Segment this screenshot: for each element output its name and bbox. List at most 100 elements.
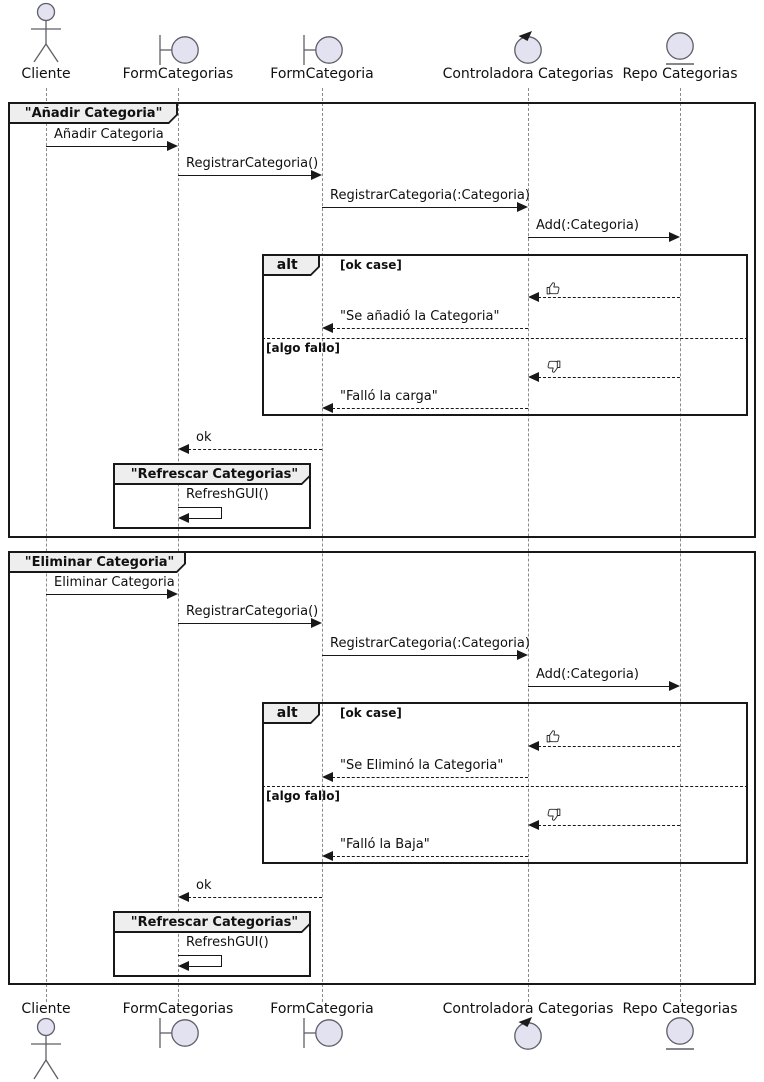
guard-algo-fallo: [algo fallo] — [266, 341, 340, 355]
arrowhead-icon — [528, 292, 539, 302]
arrowhead-icon — [322, 772, 333, 782]
arrowhead-icon — [528, 372, 539, 382]
participant-label-repo: Repo Categorias — [622, 66, 738, 82]
boundary-icon — [159, 35, 199, 65]
self-message-line — [221, 955, 222, 966]
frame-anadir-categoria — [8, 102, 756, 538]
arrowhead-icon — [167, 141, 178, 151]
participant-label-formcategorias: FormCategorias — [122, 1001, 234, 1017]
boundary-icon — [303, 1018, 343, 1048]
arrowhead-icon — [178, 892, 189, 902]
participant-label-repo: Repo Categorias — [622, 1001, 738, 1017]
self-message-line — [189, 518, 222, 519]
message-line — [332, 777, 528, 778]
message-line — [178, 623, 313, 624]
arrowhead-icon — [322, 403, 333, 413]
alt-fragment — [262, 702, 748, 864]
control-icon — [514, 1017, 542, 1050]
thumbs-up-icon — [545, 727, 562, 744]
alt-tab: alt — [262, 254, 320, 276]
message-label: ok — [196, 430, 212, 445]
entity-icon — [666, 1017, 694, 1050]
message-label: Add(:Categoria) — [536, 218, 639, 233]
lifeline-formcategorias — [177, 88, 179, 1002]
frame-title: "Añadir Categoria" — [10, 104, 176, 122]
message-line — [322, 655, 519, 656]
participant-label-formcategoria: FormCategoria — [270, 1001, 374, 1017]
message-label: RefreshGUI() — [186, 487, 269, 502]
self-message-line — [178, 507, 222, 508]
arrowhead-icon — [322, 851, 333, 861]
self-message-line — [178, 955, 222, 956]
arrowhead-icon — [517, 650, 528, 660]
participant-label-cliente: Cliente — [21, 1001, 71, 1017]
guard-ok-case: [ok case] — [340, 258, 402, 272]
guard-algo-fallo: [algo fallo] — [266, 789, 340, 803]
refrescar-title-tab: "Refrescar Categorias" — [113, 911, 311, 933]
frame-title: "Eliminar Categoria" — [10, 553, 184, 571]
thumbs-down-icon — [545, 359, 562, 376]
participant-label-cliente: Cliente — [21, 66, 71, 82]
arrowhead-icon — [311, 170, 322, 180]
frame-eliminar-categoria — [8, 551, 756, 985]
actor-icon — [31, 1017, 61, 1080]
arrowhead-icon — [528, 741, 539, 751]
message-line — [332, 856, 528, 857]
message-line — [332, 408, 528, 409]
lifeline-controladora — [527, 88, 529, 1002]
self-message-line — [189, 966, 222, 967]
alt-divider — [262, 338, 748, 339]
arrowhead-icon — [167, 589, 178, 599]
message-line — [538, 377, 680, 378]
message-label: Add(:Categoria) — [536, 667, 639, 682]
arrowhead-icon — [517, 202, 528, 212]
message-line — [538, 825, 680, 826]
message-label: RegistrarCategoria() — [186, 604, 319, 619]
participant-label-formcategoria: FormCategoria — [270, 66, 374, 82]
message-line — [188, 897, 322, 898]
lifeline-repo — [679, 88, 681, 1002]
arrowhead-icon — [178, 444, 189, 454]
self-message-line — [221, 507, 222, 518]
alt-label: alt — [264, 256, 318, 274]
message-label: "Falló la Baja" — [340, 837, 430, 852]
arrowhead-icon — [311, 618, 322, 628]
frame-title: "Refrescar Categorias" — [115, 913, 309, 931]
frame-anadir-title-tab: "Añadir Categoria" — [8, 102, 178, 124]
actor-icon — [31, 2, 61, 63]
arrowhead-icon — [528, 820, 539, 830]
message-line — [188, 449, 322, 450]
message-label: "Se añadió la Categoria" — [340, 309, 500, 324]
message-line — [528, 686, 671, 687]
arrowhead-icon — [669, 232, 680, 242]
message-label: "Falló la carga" — [340, 389, 438, 404]
refrescar-title-tab: "Refrescar Categorias" — [113, 463, 311, 485]
participant-label-controladora: Controladora Categorias — [442, 66, 614, 82]
message-label: RefreshGUI() — [186, 935, 269, 950]
message-label: RegistrarCategoria(:Categoria) — [330, 188, 530, 203]
message-line — [322, 207, 519, 208]
guard-ok-case: [ok case] — [340, 706, 402, 720]
arrowhead-icon — [178, 961, 189, 971]
thumbs-up-icon — [545, 279, 562, 296]
message-line — [538, 297, 680, 298]
frame-title: "Refrescar Categorias" — [115, 465, 309, 483]
alt-fragment — [262, 254, 748, 416]
message-line — [332, 328, 528, 329]
alt-tab: alt — [262, 702, 320, 724]
arrowhead-icon — [178, 513, 189, 523]
message-label: Añadir Categoria — [54, 127, 164, 142]
control-icon — [514, 31, 542, 64]
participant-label-controladora: Controladora Categorias — [442, 1001, 614, 1017]
thumbs-down-icon — [545, 807, 562, 824]
message-line — [538, 746, 680, 747]
entity-icon — [666, 32, 694, 65]
participant-label-formcategorias: FormCategorias — [122, 66, 234, 82]
lifeline-cliente — [45, 88, 47, 1002]
alt-label: alt — [264, 704, 318, 722]
boundary-icon — [303, 35, 343, 65]
message-label: Eliminar Categoria — [54, 575, 175, 590]
message-label: RegistrarCategoria() — [186, 156, 319, 171]
message-line — [528, 237, 671, 238]
